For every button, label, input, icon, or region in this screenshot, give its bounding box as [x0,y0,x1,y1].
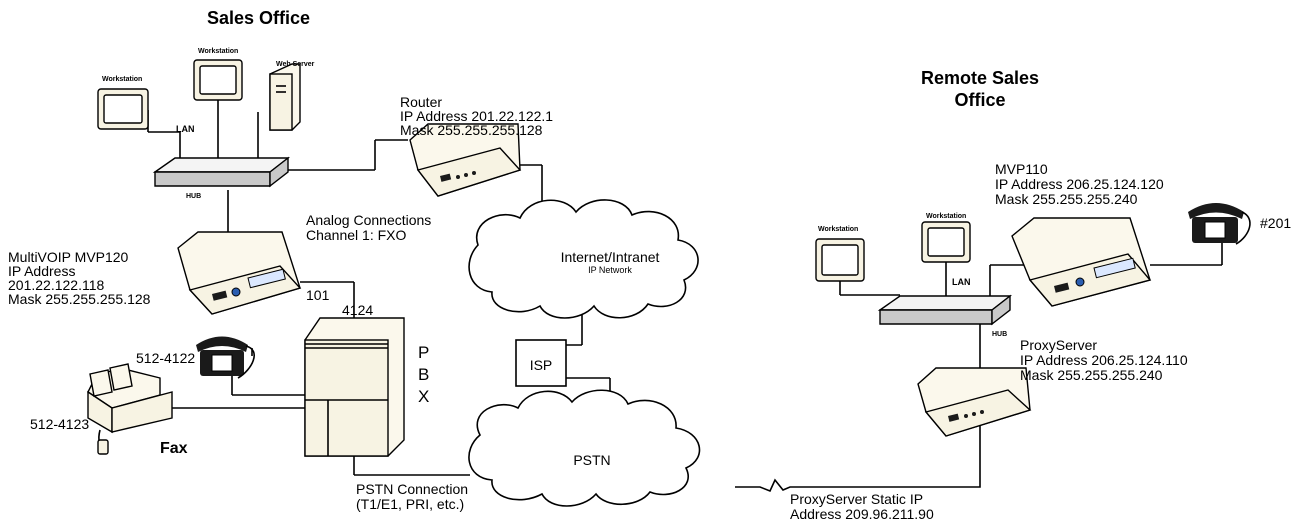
fax-icon [87,363,173,455]
telephone-icon [196,336,255,379]
mvp110-icon [1011,217,1152,307]
internet-cloud-icon [468,199,699,319]
mvp120-label-line3: 201.22.122.118 [8,277,104,293]
web-server-icon [269,63,301,131]
hub-icon [877,294,1013,326]
mvp120-label-line1: MultiVOIP MVP120 [8,249,129,265]
pbx-letter-x: X [418,387,429,406]
internet-label-line2: IP Network [588,265,632,275]
multivoip-mvp120-icon [177,231,302,315]
fax-label: Fax [160,440,188,457]
pstn-connection-line1: PSTN Connection [356,481,468,497]
proxy-static-ip-line2: Address 209.96.211.90 [790,506,934,522]
proxy-label-line2: IP Address 206.25.124.110 [1020,352,1188,368]
sales-office-title: Sales Office [207,8,310,28]
pstn-label: PSTN [573,452,610,468]
pbx-letter-p: P [418,343,429,362]
sales-lan-label: LAN [176,124,195,134]
fax-ext-label: 512-4123 [30,416,89,432]
remote-phone-ext-label: #201 [1260,215,1291,231]
telephone-icon [1188,203,1251,245]
mvp120-label-line4: Mask 255.255.255.128 [8,291,151,307]
workstation-icon [97,88,149,130]
router-label-line3: Mask 255.255.255.128 [400,122,543,138]
pstn-cloud-icon [468,389,701,507]
workstation-icon [193,59,243,101]
pbx-letter-b: B [418,365,429,384]
workstation-left-label: Workstation [102,76,142,83]
analog-connections-line2: Channel 1: FXO [306,227,406,243]
pbx-icon [304,317,405,457]
internet-label-line1: Internet/Intranet [561,249,660,265]
proxy-label-line3: Mask 255.255.255.240 [1020,367,1163,383]
mvp110-label-line3: Mask 255.255.255.240 [995,191,1138,207]
hub-icon [152,156,291,188]
proxy-static-ip-line1: ProxyServer Static IP [790,491,923,507]
workstation-icon [921,221,971,263]
remote-workstation-left-label: Workstation [818,226,858,233]
remote-workstation-right-label: Workstation [926,213,966,220]
mvp110-label-line1: MVP110 [995,161,1048,177]
sales-hub-label: HUB [186,193,201,200]
phone-ext-label: 512-4122 [136,350,195,366]
port-101-label: 101 [306,287,330,303]
proxy-server-icon [917,367,1032,437]
isp-label: ISP [530,357,553,373]
remote-hub-label: HUB [992,331,1007,338]
workstation-center-label: Workstation [198,48,238,55]
workstation-icon [815,238,865,282]
mvp110-label-line2: IP Address 206.25.124.120 [995,176,1164,192]
web-server-label: Web Server [276,61,315,68]
pstn-connection-line2: (T1/E1, PRI, etc.) [356,496,464,512]
remote-lan-label: LAN [952,277,971,287]
router-label-line2: IP Address 201.22.122.1 [400,108,553,124]
remote-office-title-line1: Remote Sales [921,68,1039,88]
mvp120-label-line2: IP Address [8,263,75,279]
ext-4124-label: 4124 [342,302,373,318]
router-icon [409,123,522,197]
analog-connections-line1: Analog Connections [306,212,431,228]
router-label-line1: Router [400,94,442,110]
isp-box [515,339,567,387]
remote-office-title-line2: Office [954,90,1005,110]
proxy-label-line1: ProxyServer [1020,337,1097,353]
